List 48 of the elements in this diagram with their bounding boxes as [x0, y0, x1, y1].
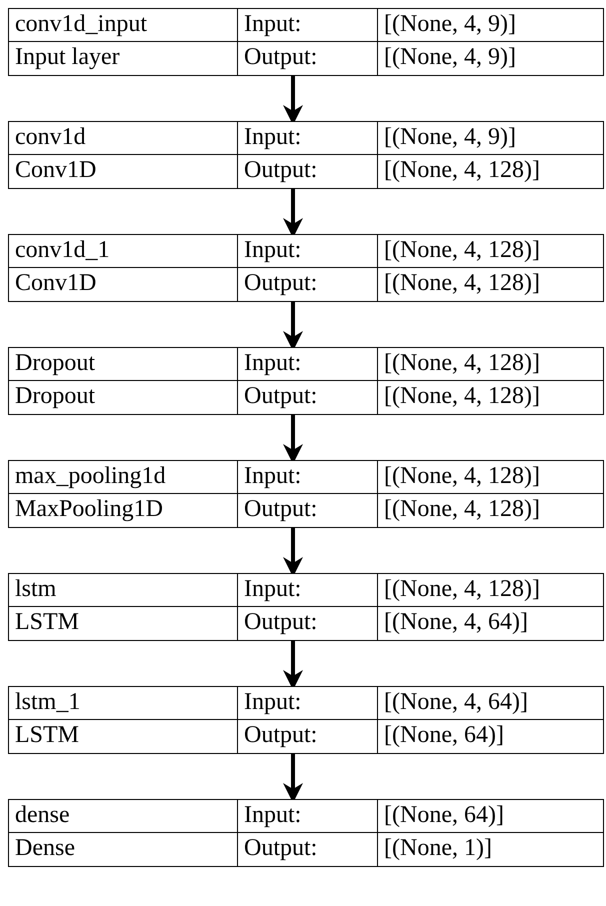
layer-name: Conv1D [8, 268, 238, 302]
layer-name: MaxPooling1D [8, 494, 238, 528]
field-label: Input: [238, 347, 378, 381]
layer-name: conv1d [8, 121, 238, 155]
layer-name: Dense [8, 833, 238, 867]
layer-name: LSTM [8, 607, 238, 641]
shape-value: [(None, 64)] [378, 720, 604, 754]
shape-value: [(None, 4, 9)] [378, 42, 604, 76]
layer-name: lstm [8, 573, 238, 607]
layer-name: Dropout [8, 381, 238, 415]
field-label: Input: [238, 799, 378, 833]
field-label: Output: [238, 720, 378, 754]
shape-value: [(None, 4, 64)] [378, 607, 604, 641]
field-label: Output: [238, 607, 378, 641]
layer-name: conv1d_1 [8, 234, 238, 268]
layer-name: dense [8, 799, 238, 833]
shape-value: [(None, 4, 128)] [378, 573, 604, 607]
field-label: Input: [238, 460, 378, 494]
field-label: Input: [238, 121, 378, 155]
shape-value: [(None, 4, 9)] [378, 8, 604, 42]
shape-value: [(None, 64)] [378, 799, 604, 833]
shape-value: [(None, 4, 128)] [378, 381, 604, 415]
field-label: Output: [238, 833, 378, 867]
field-label: Output: [238, 155, 378, 189]
field-label: Output: [238, 42, 378, 76]
layer-name: max_pooling1d [8, 460, 238, 494]
shape-value: [(None, 1)] [378, 833, 604, 867]
shape-value: [(None, 4, 128)] [378, 155, 604, 189]
shape-value: [(None, 4, 64)] [378, 686, 604, 720]
field-label: Input: [238, 234, 378, 268]
field-label: Output: [238, 381, 378, 415]
field-label: Input: [238, 686, 378, 720]
shape-value: [(None, 4, 128)] [378, 494, 604, 528]
layer-name: LSTM [8, 720, 238, 754]
field-label: Output: [238, 268, 378, 302]
shape-value: [(None, 4, 128)] [378, 460, 604, 494]
layer-name: conv1d_input [8, 8, 238, 42]
layer-name: Input layer [8, 42, 238, 76]
layer-name: Dropout [8, 347, 238, 381]
field-label: Input: [238, 573, 378, 607]
shape-value: [(None, 4, 9)] [378, 121, 604, 155]
shape-value: [(None, 4, 128)] [378, 268, 604, 302]
field-label: Input: [238, 8, 378, 42]
field-label: Output: [238, 494, 378, 528]
shape-value: [(None, 4, 128)] [378, 347, 604, 381]
layer-name: Conv1D [8, 155, 238, 189]
layer-name: lstm_1 [8, 686, 238, 720]
shape-value: [(None, 4, 128)] [378, 234, 604, 268]
